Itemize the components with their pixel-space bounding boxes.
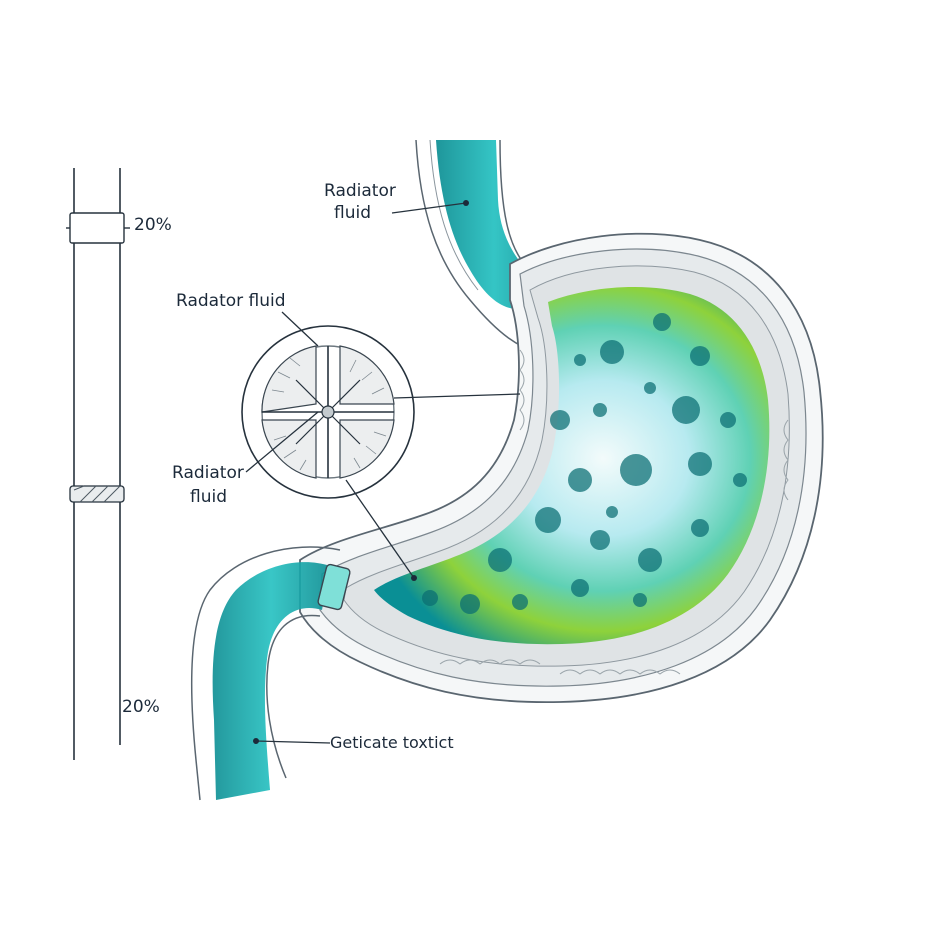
tube-marker-lower: 20% <box>122 697 160 717</box>
label-radiator-fluid-top-line2: fluid <box>334 203 371 223</box>
stomach-fluid <box>374 287 770 645</box>
stomach <box>299 232 824 704</box>
tube-upper-ring <box>69 212 125 244</box>
pyloric-valve <box>317 563 351 611</box>
valve-detail <box>241 325 415 499</box>
lining-cells <box>439 349 789 675</box>
label-geticate-toxtict: Geticate toxtict <box>330 733 454 752</box>
label-radiator-fluid-top-line1: Radiator <box>324 181 396 201</box>
duodenum-fluid <box>212 562 330 800</box>
label-radator-fluid-mid: Radator fluid <box>176 291 286 311</box>
tube-marker-upper: 20% <box>134 215 172 235</box>
measuring-tube <box>66 168 130 760</box>
leader-lines <box>245 200 521 744</box>
duodenum <box>190 546 351 801</box>
fluid-spots <box>422 313 747 614</box>
label-radiator-fluid-low-line2: fluid <box>190 487 227 507</box>
label-radiator-fluid-low-line1: Radiator <box>172 463 244 483</box>
